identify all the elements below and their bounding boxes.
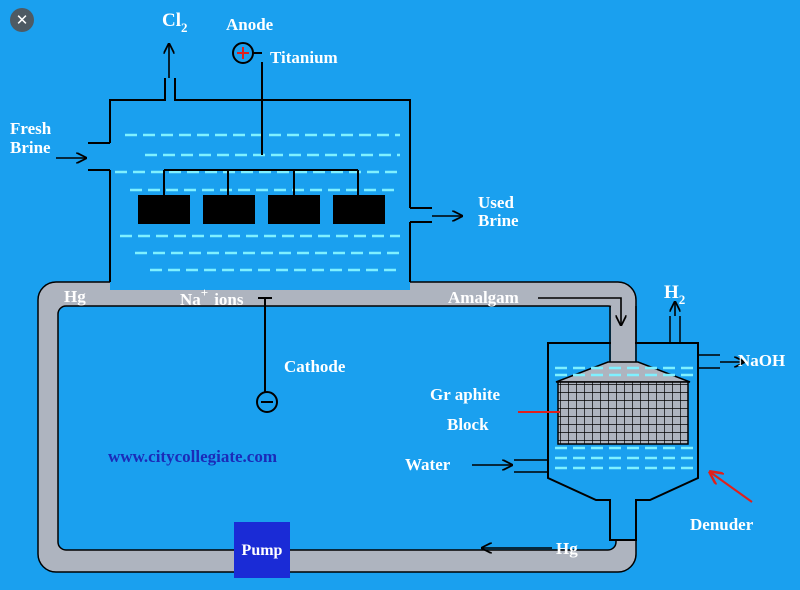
cl2-label: Cl2 [162, 10, 188, 35]
denuder-label: Denuder [690, 515, 754, 534]
titanium-anodes [138, 195, 385, 224]
plus-circle-icon [232, 42, 254, 64]
hg-top-label: Hg [64, 287, 86, 306]
flow-arrows [56, 44, 744, 548]
water-liquid [555, 366, 695, 470]
fresh-label: Fresh [10, 119, 52, 138]
naoh-label: NaOH [738, 351, 785, 370]
red-pointer-arrows [518, 411, 753, 503]
amalgam-arrow [538, 297, 621, 325]
denuder-tower [514, 306, 720, 541]
denuder-pointer [710, 472, 753, 503]
cathode-label: Cathode [284, 357, 346, 376]
close-button[interactable]: ✕ [10, 8, 34, 32]
titanium-label: Titanium [270, 48, 338, 67]
used-label: Used [478, 193, 514, 212]
water-label: Water [405, 455, 451, 474]
cathode-wiring [258, 297, 272, 392]
anode-wiring [163, 62, 359, 195]
pump[interactable]: Pump [234, 522, 290, 578]
brine-liquid [115, 133, 400, 272]
website-url[interactable]: www.citycollegiate.com [108, 447, 277, 466]
hg-bottom-label: Hg [556, 539, 578, 558]
brine-label: Brine [10, 138, 51, 157]
na-ions-label: Na+ions [180, 285, 244, 309]
minus-circle-icon [256, 391, 278, 413]
close-icon: ✕ [15, 11, 29, 29]
used-brine-label: Brine [478, 211, 519, 230]
amalgam-label: Amalgam [448, 288, 519, 307]
mercury-pipe-loop [37, 281, 637, 573]
graphite-label: Gr aphite [430, 385, 501, 404]
block-label: Block [447, 415, 489, 434]
pump-label: Pump [242, 542, 283, 559]
electrolytic-cell [88, 62, 432, 290]
h2-label: H2 [664, 282, 685, 307]
anode-label: Anode [226, 15, 274, 34]
